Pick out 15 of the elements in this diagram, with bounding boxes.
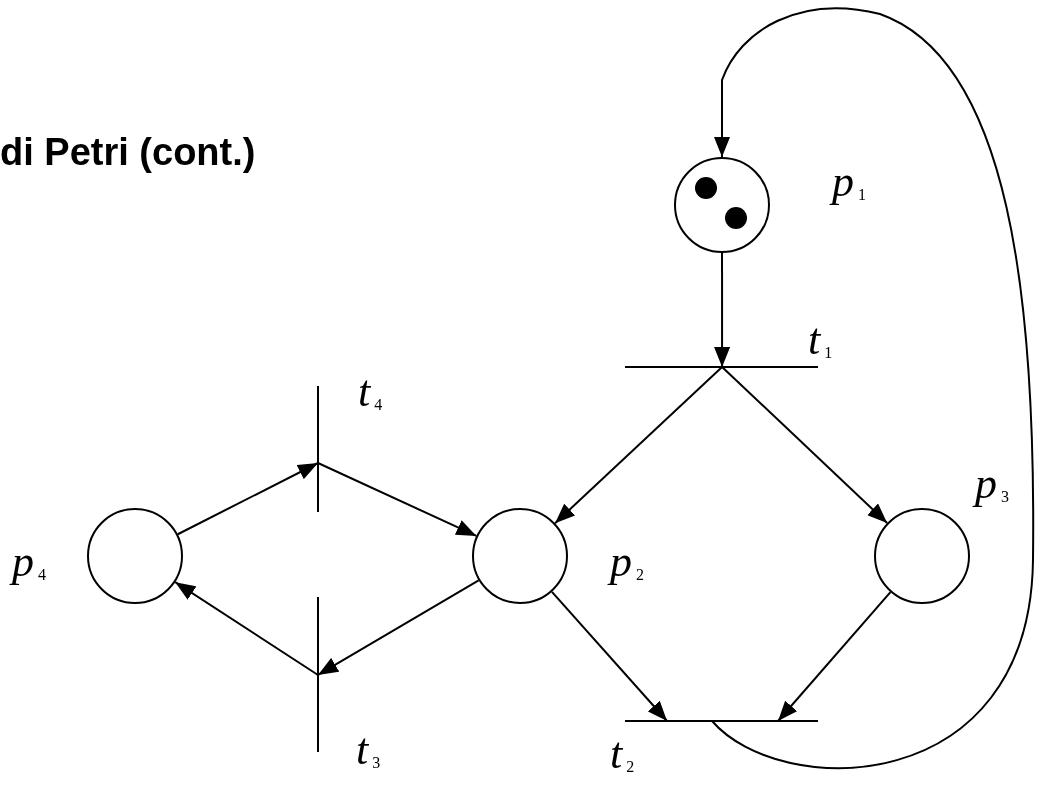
place-label: t$_{1}$ [808,318,833,362]
place-label: t$_{2}$ [610,732,635,776]
arrow [714,252,731,368]
title: di Petri (cont.) [0,130,256,175]
place-label: t$_{3}$ [356,728,381,772]
arrow [721,366,889,524]
place-label: t$_{4}$ [358,370,383,414]
arrow [174,581,319,676]
arrow [176,462,319,536]
arrow [711,7,1035,769]
arrow [317,579,480,676]
arrow [317,462,478,537]
arrow [550,590,669,722]
arrow [554,366,724,525]
arrow [777,591,892,722]
